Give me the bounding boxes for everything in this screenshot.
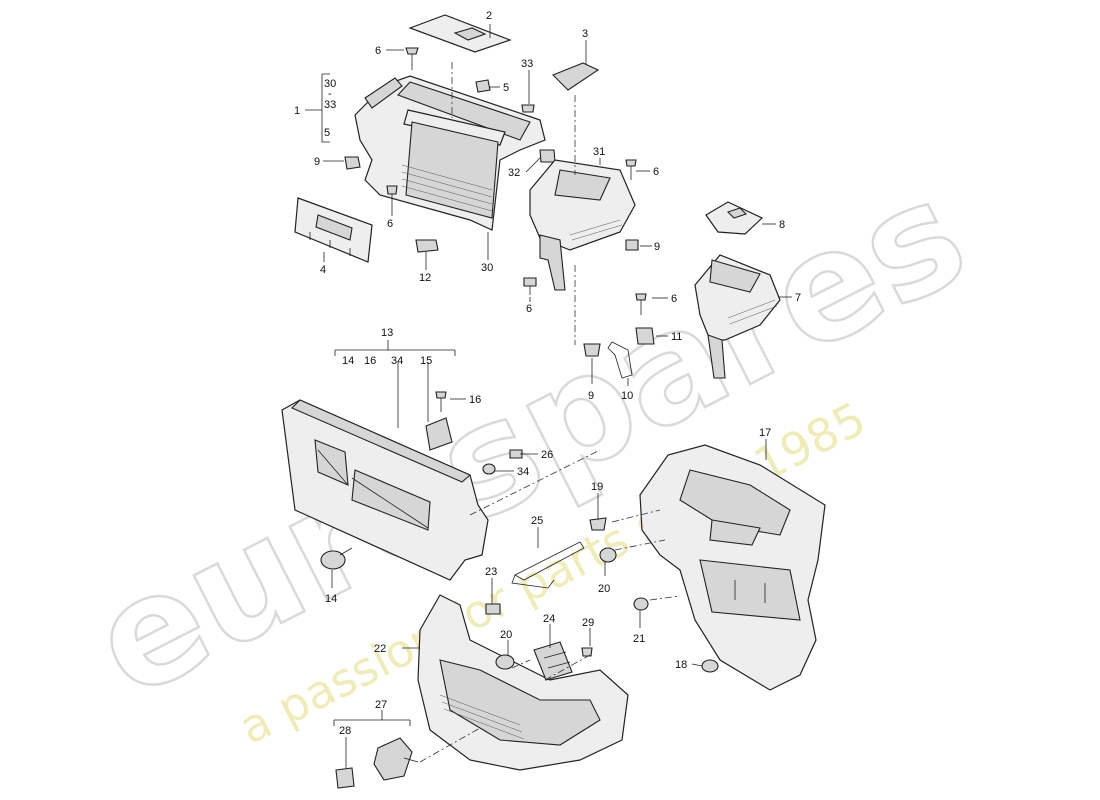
clip-27: [373, 737, 419, 781]
callout-23: 23: [485, 566, 497, 578]
callout-6-bracket: 6: [671, 293, 677, 305]
callout-9-lower: 9: [588, 390, 594, 402]
fasteners-top: [344, 47, 655, 357]
callout-9-left: 9: [314, 156, 320, 168]
callout-33: 33: [521, 58, 533, 70]
callout-24: 24: [543, 613, 555, 625]
callout-34-bracket: 34: [391, 355, 403, 367]
callout-6-mid: 6: [387, 218, 393, 230]
callout-26: 26: [541, 449, 553, 461]
callout-5-bracket: 5: [324, 127, 330, 139]
callout-22: 22: [374, 643, 386, 655]
callout-7: 7: [795, 292, 801, 304]
callout-19: 19: [591, 481, 603, 493]
callout-9-mid: 9: [654, 241, 660, 253]
leader-lines: [305, 24, 792, 768]
callout-1: 1: [294, 105, 300, 117]
fasteners-bottom: [435, 391, 719, 673]
callout-6-top: 6: [375, 45, 381, 57]
callout-12: 12: [419, 272, 431, 284]
rear-panel-13: [281, 399, 489, 581]
grille-panel: [294, 197, 373, 263]
callout-28: 28: [339, 725, 351, 737]
cap-8: [705, 201, 764, 235]
strap-25: [511, 541, 585, 589]
callout-5: 5: [503, 82, 509, 94]
callout-25: 25: [531, 515, 543, 527]
clip-28: [335, 767, 355, 789]
small-cover: [552, 62, 600, 91]
upper-trim-panel: [354, 75, 546, 231]
callout-21: 21: [633, 633, 645, 645]
callout-16: 16: [469, 394, 481, 406]
callout-34: 34: [517, 466, 529, 478]
callout-labels: 1 30 - 33 5 2 3 6 33 5 9 6 4 12 30 31 32…: [294, 10, 801, 737]
callout-11: 11: [671, 331, 682, 343]
bracket-10: [607, 341, 633, 379]
callout-16-bracket: 16: [364, 355, 376, 367]
knob-14: [320, 547, 353, 570]
callout-30-bracket: 30: [324, 78, 336, 90]
callout-17: 17: [759, 427, 771, 439]
callout-dash: -: [328, 88, 332, 100]
assembly-lines: [419, 62, 681, 763]
callout-14: 14: [325, 593, 337, 605]
callout-32: 32: [508, 167, 520, 179]
callout-13: 13: [381, 327, 393, 339]
top-cover: [408, 14, 512, 53]
callout-8: 8: [779, 219, 785, 231]
callout-29: 29: [582, 617, 594, 629]
callout-33-bracket: 33: [324, 99, 336, 111]
callout-2: 2: [486, 10, 492, 22]
callout-6-lower: 6: [526, 303, 532, 315]
side-cover-31: [529, 159, 636, 291]
callout-10: 10: [621, 390, 633, 402]
callout-20-right: 20: [598, 583, 610, 595]
side-cover-7: [694, 254, 781, 379]
callout-4: 4: [320, 264, 326, 276]
callout-20-left: 20: [500, 629, 512, 641]
floor-liner-22: [417, 594, 629, 771]
callout-27: 27: [375, 699, 387, 711]
watermark: eurospares a passion for parts since 198…: [66, 145, 993, 755]
callout-31: 31: [593, 146, 605, 158]
foam-block-15: [425, 417, 453, 451]
callout-14-bracket: 14: [342, 355, 354, 367]
callout-15: 15: [420, 355, 432, 367]
callout-18: 18: [675, 659, 687, 671]
callout-30: 30: [481, 262, 493, 274]
floor-liner-17: [639, 444, 826, 691]
callout-6-right: 6: [653, 166, 659, 178]
callout-3: 3: [582, 28, 588, 40]
